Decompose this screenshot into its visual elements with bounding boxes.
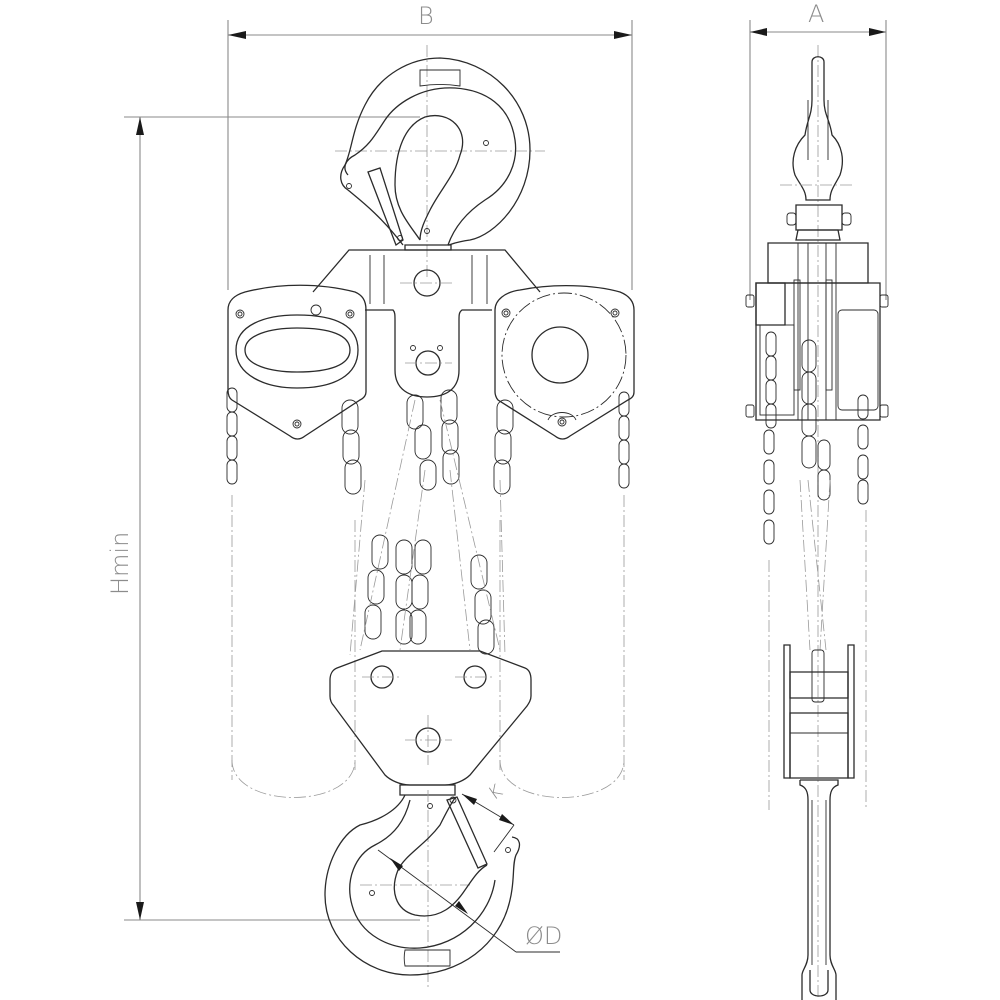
right-handwheel-housing — [494, 285, 635, 440]
dimension-hmin — [124, 116, 420, 921]
dimension-label-a: A — [808, 0, 825, 28]
left-gear-housing — [227, 284, 367, 440]
hoist-frame — [312, 249, 541, 398]
side-view — [745, 45, 889, 1000]
dimension-b — [227, 20, 633, 290]
dimension-label-hmin: Hmin — [106, 531, 134, 595]
bottom-hook — [324, 790, 560, 990]
hand-chain-left — [226, 387, 356, 798]
bottom-block — [329, 650, 532, 796]
dimension-a — [749, 20, 887, 300]
dimension-label-b: B — [418, 2, 434, 30]
load-chains — [341, 389, 514, 656]
hand-chain-right — [499, 391, 630, 798]
top-hook — [335, 45, 545, 280]
dimension-label-d: ØD — [525, 922, 563, 950]
